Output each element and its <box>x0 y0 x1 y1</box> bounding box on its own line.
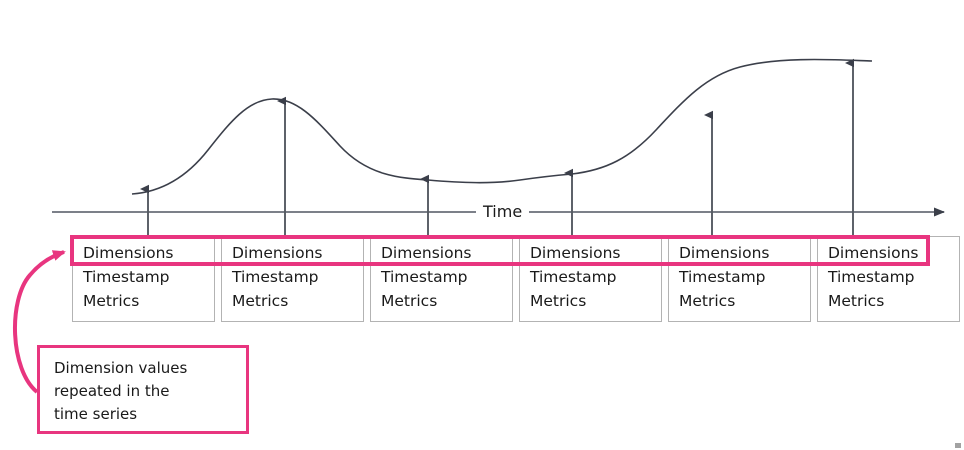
record-dimensions-label: Dimensions <box>232 244 323 262</box>
record-timestamp-label: Timestamp <box>530 268 617 286</box>
record-metrics-label: Metrics <box>381 292 438 310</box>
time-axis-label: Time <box>476 202 530 222</box>
record-dimensions-label: Dimensions <box>530 244 621 262</box>
record-dimensions-label: Dimensions <box>381 244 472 262</box>
record-timestamp-label: Timestamp <box>828 268 915 286</box>
record-box[interactable]: Dimensions Timestamp Metrics <box>817 236 960 322</box>
record-timestamp-label: Timestamp <box>381 268 468 286</box>
record-metrics-label: Metrics <box>828 292 885 310</box>
record-metrics-label: Metrics <box>83 292 140 310</box>
record-box[interactable]: Dimensions Timestamp Metrics <box>221 236 364 322</box>
record-box[interactable]: Dimensions Timestamp Metrics <box>370 236 513 322</box>
record-timestamp-label: Timestamp <box>679 268 766 286</box>
record-timestamp-label: Timestamp <box>83 268 170 286</box>
record-metrics-label: Metrics <box>679 292 736 310</box>
record-dimensions-label: Dimensions <box>679 244 770 262</box>
callout-line: repeated in the <box>54 382 170 400</box>
callout-line: Dimension values <box>54 359 188 377</box>
record-timestamp-label: Timestamp <box>232 268 319 286</box>
record-box[interactable]: Dimensions Timestamp Metrics <box>519 236 662 322</box>
corner-artifact <box>955 443 961 448</box>
record-dimensions-label: Dimensions <box>83 244 174 262</box>
callout-line: time series <box>54 405 138 423</box>
dimensions-row-highlight <box>70 235 930 266</box>
record-box[interactable]: Dimensions Timestamp Metrics <box>72 236 215 322</box>
record-metrics-label: Metrics <box>530 292 587 310</box>
callout-note: Dimension values repeated in the time se… <box>37 345 249 434</box>
record-metrics-label: Metrics <box>232 292 289 310</box>
record-box[interactable]: Dimensions Timestamp Metrics <box>668 236 811 322</box>
record-dimensions-label: Dimensions <box>828 244 919 262</box>
metric-curve <box>131 58 873 195</box>
